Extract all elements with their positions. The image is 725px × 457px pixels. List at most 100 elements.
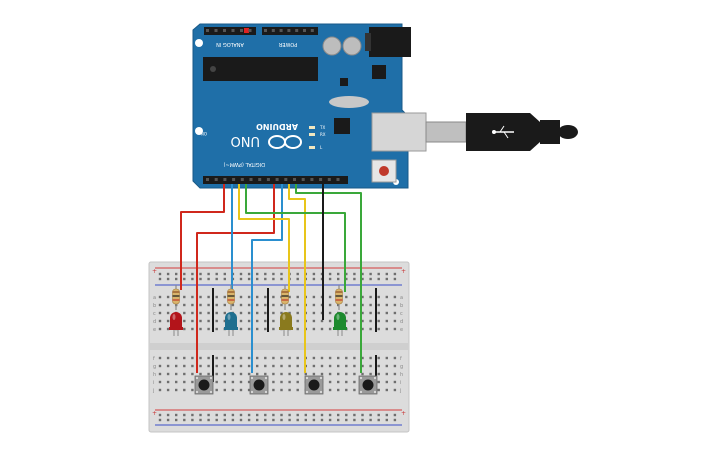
breadboard-hole <box>239 380 243 384</box>
yellow-wire-1[interactable] <box>238 184 290 292</box>
digital-pin[interactable] <box>258 178 262 181</box>
breadboard-hole <box>247 418 251 422</box>
digital-pin[interactable] <box>223 178 227 181</box>
breadboard-hole <box>385 272 388 276</box>
usb-cable[interactable] <box>371 112 578 152</box>
push-button[interactable] <box>249 375 269 395</box>
power-pin[interactable] <box>303 29 306 32</box>
plus-label-bottom-right: + <box>401 410 406 417</box>
breadboard-hole <box>296 277 299 281</box>
breadboard-hole <box>393 272 397 276</box>
breadboard-hole <box>385 319 388 323</box>
breadboard-hole <box>328 388 332 392</box>
breadboard-hole <box>183 356 186 360</box>
breadboard-hole <box>369 319 372 323</box>
breadboard-hole <box>166 311 170 315</box>
analog-pin[interactable] <box>240 29 243 32</box>
digital-pin[interactable] <box>232 178 236 181</box>
digital-pin[interactable] <box>336 178 340 181</box>
breadboard-hole <box>256 303 259 307</box>
push-button[interactable] <box>194 375 214 395</box>
breadboard-hole <box>158 327 162 331</box>
resistor[interactable] <box>335 285 343 310</box>
power-pin[interactable] <box>295 29 299 32</box>
resistor[interactable] <box>281 285 289 310</box>
reset-button-cap[interactable] <box>379 166 389 176</box>
analog-pin[interactable] <box>206 29 209 32</box>
digital-pin[interactable] <box>310 178 314 181</box>
breadboard-hole <box>183 272 186 276</box>
analog-pin[interactable] <box>223 29 226 32</box>
breadboard-hole <box>361 272 364 276</box>
digital-header[interactable] <box>203 176 348 184</box>
red-led[interactable] <box>169 312 183 336</box>
power-pin[interactable] <box>287 29 291 32</box>
breadboard-hole <box>183 364 186 368</box>
plus-label-bottom: + <box>152 410 157 417</box>
digital-pin[interactable] <box>214 178 218 181</box>
yellow-wire-2[interactable] <box>288 184 306 373</box>
breadboard-hole <box>328 295 332 299</box>
digital-pin[interactable] <box>206 178 209 181</box>
breadboard-hole <box>199 327 202 331</box>
green-wire-1[interactable] <box>245 184 346 292</box>
digital-pin[interactable] <box>266 178 270 181</box>
row-letter: i <box>400 380 401 386</box>
breadboard-hole <box>191 372 194 376</box>
digital-pin[interactable] <box>293 178 296 181</box>
analog-header[interactable] <box>204 27 256 35</box>
breadboard-hole <box>247 272 251 276</box>
power-pin[interactable] <box>264 29 267 32</box>
digital-pin[interactable] <box>275 178 279 181</box>
digital-pin[interactable] <box>327 178 331 181</box>
breadboard-hole <box>199 295 202 299</box>
breadboard-hole <box>304 372 307 376</box>
breadboard-hole <box>215 319 218 323</box>
resistor[interactable] <box>172 285 180 310</box>
red-wire-2[interactable] <box>196 184 275 373</box>
analog-pin[interactable] <box>231 29 235 32</box>
digital-pin[interactable] <box>284 178 288 181</box>
breadboard-hole <box>345 356 348 360</box>
green-wire-2[interactable] <box>295 184 362 373</box>
breadboard-hole <box>207 272 210 276</box>
breadboard-hole <box>239 364 243 368</box>
breadboard-hole <box>377 372 380 376</box>
push-button[interactable] <box>304 375 324 395</box>
breadboard-hole <box>199 272 202 276</box>
power-pin[interactable] <box>310 29 314 32</box>
breadboard-hole <box>272 364 275 368</box>
power-jack[interactable] <box>369 27 411 57</box>
breadboard-hole <box>191 295 194 299</box>
breadboard-hole <box>369 311 372 315</box>
green-led[interactable] <box>333 312 347 336</box>
blue-led[interactable] <box>224 312 238 336</box>
yellow-led[interactable] <box>279 312 293 336</box>
digital-pin[interactable] <box>301 178 305 181</box>
power-pin[interactable] <box>271 29 275 32</box>
resistor[interactable] <box>227 285 235 310</box>
breadboard-hole <box>166 364 170 368</box>
breadboard-hole <box>183 319 186 323</box>
breadboard-hole <box>353 380 356 384</box>
analog-pin[interactable] <box>248 29 252 32</box>
digital-pin[interactable] <box>319 178 323 181</box>
power-pin[interactable] <box>279 29 283 32</box>
push-button[interactable] <box>358 375 378 395</box>
breadboard-hole <box>385 388 388 392</box>
arduino-board[interactable]: ANALOG IN POWER ARDUINO UNO ON TX RX L <box>192 23 411 189</box>
analog-pin[interactable] <box>214 29 218 32</box>
digital-pin[interactable] <box>240 178 244 181</box>
digital-pin[interactable] <box>249 178 253 181</box>
breadboard-hole <box>215 295 218 299</box>
arduino-logo-icon <box>268 135 302 149</box>
breadboard-hole <box>312 303 316 307</box>
red-wire-1[interactable] <box>180 184 225 290</box>
breadboard-hole <box>393 413 397 417</box>
breadboard-hole <box>207 319 210 323</box>
breadboard-hole <box>183 277 186 281</box>
breadboard-hole <box>385 413 388 417</box>
breadboard-hole <box>361 319 364 323</box>
